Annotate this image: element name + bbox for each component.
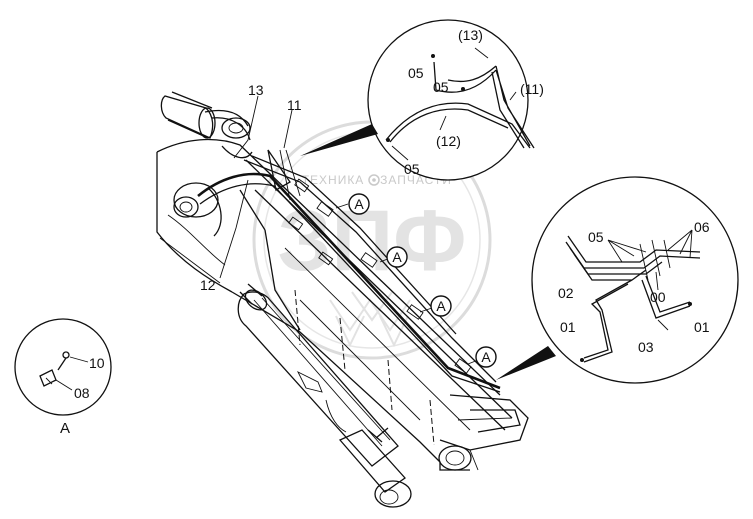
svg-text:A: A [481,349,491,365]
marker-a-1: A [348,193,370,215]
svg-text:A: A [436,298,446,314]
label-11: 11 [287,97,302,113]
svg-text:A: A [392,249,402,265]
marker-a-4: A [475,346,497,368]
detail-right-label-00: 00 [650,289,666,305]
detail-right: 05 06 02 00 01 01 03 [496,176,739,384]
detail-top-label-13: (13) [458,27,483,43]
callout-a-caption: A [60,420,70,437]
detail-right-label-05: 05 [588,229,604,245]
detail-right-label-02: 02 [558,285,574,301]
marker-a-3: A [430,295,452,317]
detail-right-label-01b: 01 [694,319,710,335]
detail-top-label-11: (11) [520,81,544,97]
detail-top: (13) 05 05 (11) (12) 05 [300,19,544,181]
detail-right-label-01a: 01 [560,319,576,335]
marker-a-2: A [386,246,408,268]
label-12: 12 [200,277,216,293]
detail-top-label-05c: 05 [404,161,420,177]
gear-icon [368,174,380,186]
svg-text:A: A [354,196,364,212]
watermark-left-text: ТЕХНИКА [302,173,365,187]
callout-a-label-10: 10 [89,355,105,371]
detail-top-label-05b: 05 [433,79,449,95]
detail-right-label-06: 06 [694,219,710,235]
label-13: 13 [248,82,264,98]
callout-a: 10 08 A [14,318,112,437]
callout-a-label-08: 08 [74,385,90,401]
detail-top-label-12: (12) [436,133,461,149]
boom-assembly [156,91,529,508]
detail-right-label-03: 03 [638,339,654,355]
detail-top-label-05a: 05 [408,65,424,81]
